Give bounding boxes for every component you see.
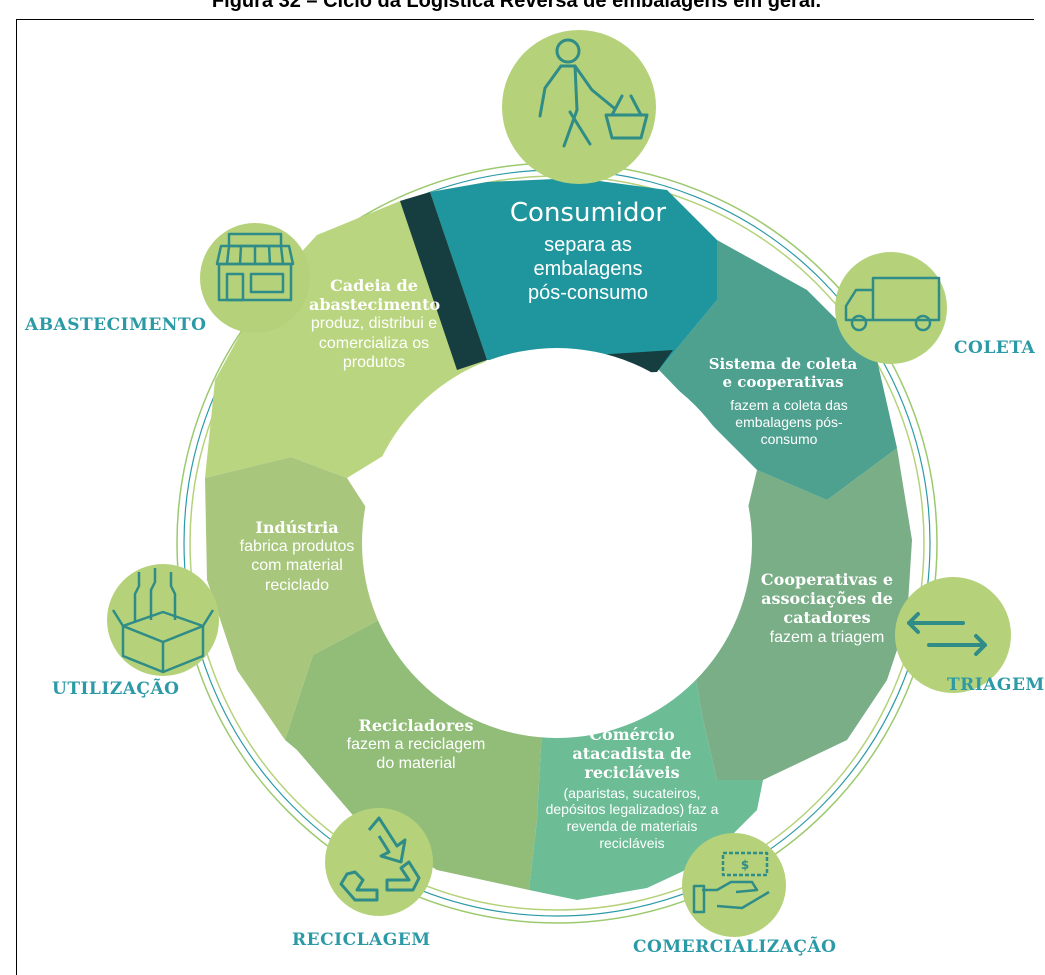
recycle-icon bbox=[325, 808, 433, 916]
cycle-diagram: $ bbox=[107, 30, 1011, 937]
stage-cadeia-title: Cadeia de abastecimento bbox=[309, 276, 441, 315]
stage-coleta: Sistema de coleta e cooperativas fazem a… bbox=[703, 355, 863, 447]
cycle-segments bbox=[205, 178, 912, 900]
stage-industria-desc: fabrica produtos com material reciclado bbox=[239, 538, 355, 594]
segment-coleta bbox=[659, 240, 897, 500]
segment-industria bbox=[205, 457, 387, 740]
stage-recicladores-title: Recicladores bbox=[358, 716, 474, 735]
stage-consumidor: Consumidor separa as embalagens pós-cons… bbox=[473, 198, 703, 305]
label-comercializacao: COMERCIALIZAÇÃO bbox=[633, 937, 837, 957]
truck-icon bbox=[835, 252, 947, 364]
segment-recicladores bbox=[285, 620, 543, 890]
stage-comercio: Comércio atacadista de recicláveis (apar… bbox=[537, 725, 727, 852]
stage-consumidor-title: Consumidor bbox=[509, 198, 667, 228]
stage-industria-title: Indústria bbox=[255, 518, 339, 537]
stage-recicladores-desc: fazem a reciclagem do material bbox=[346, 736, 486, 773]
center-hole bbox=[362, 348, 752, 738]
label-abastecimento: ABASTECIMENTO bbox=[25, 315, 207, 335]
segment-consumidor bbox=[430, 178, 717, 370]
store-icon bbox=[200, 223, 310, 333]
box-bottles-icon bbox=[107, 564, 219, 676]
stage-consumidor-desc: separa as embalagens pós-consumo bbox=[527, 234, 649, 305]
stage-cadeia-desc: produz, distribui e comercializa os prod… bbox=[310, 315, 438, 371]
label-coleta: COLETA bbox=[954, 338, 1036, 358]
stage-cadeia: Cadeia de abastecimento produz, distribu… bbox=[299, 276, 449, 372]
stage-triagem: Cooperativas e associações de catadores … bbox=[747, 570, 907, 647]
label-reciclagem: RECICLAGEM bbox=[292, 930, 431, 950]
consumidor-dark-edge-left bbox=[400, 192, 487, 370]
stage-triagem-title: Cooperativas e associações de catadores bbox=[760, 570, 894, 628]
person-basket-icon bbox=[502, 30, 656, 184]
stage-triagem-desc: fazem a triagem bbox=[769, 628, 885, 646]
svg-text:$: $ bbox=[741, 858, 749, 872]
money-hand-icon: $ bbox=[682, 833, 786, 937]
stage-coleta-desc: fazem a coleta das embalagens pós-consum… bbox=[730, 397, 848, 447]
stage-recicladores: Recicladores fazem a reciclagem do mater… bbox=[331, 716, 501, 774]
diagram-frame: $ bbox=[16, 19, 1044, 975]
stage-coleta-title: Sistema de coleta e cooperativas bbox=[708, 355, 858, 391]
stage-industria: Indústria fabrica produtos com material … bbox=[227, 518, 367, 595]
figure-title: Figura 32 – Ciclo da Logística Reversa d… bbox=[211, 0, 822, 12]
label-triagem: TRIAGEM bbox=[947, 675, 1045, 695]
label-utilizacao: UTILIZAÇÃO bbox=[52, 679, 180, 699]
stage-comercio-title: Comércio atacadista de recicláveis bbox=[572, 725, 692, 783]
segment-cadeia bbox=[205, 190, 487, 478]
arrows-exchange-icon bbox=[895, 577, 1011, 693]
stage-comercio-desc: (aparistas, sucateiros, depósitos legali… bbox=[545, 784, 719, 851]
